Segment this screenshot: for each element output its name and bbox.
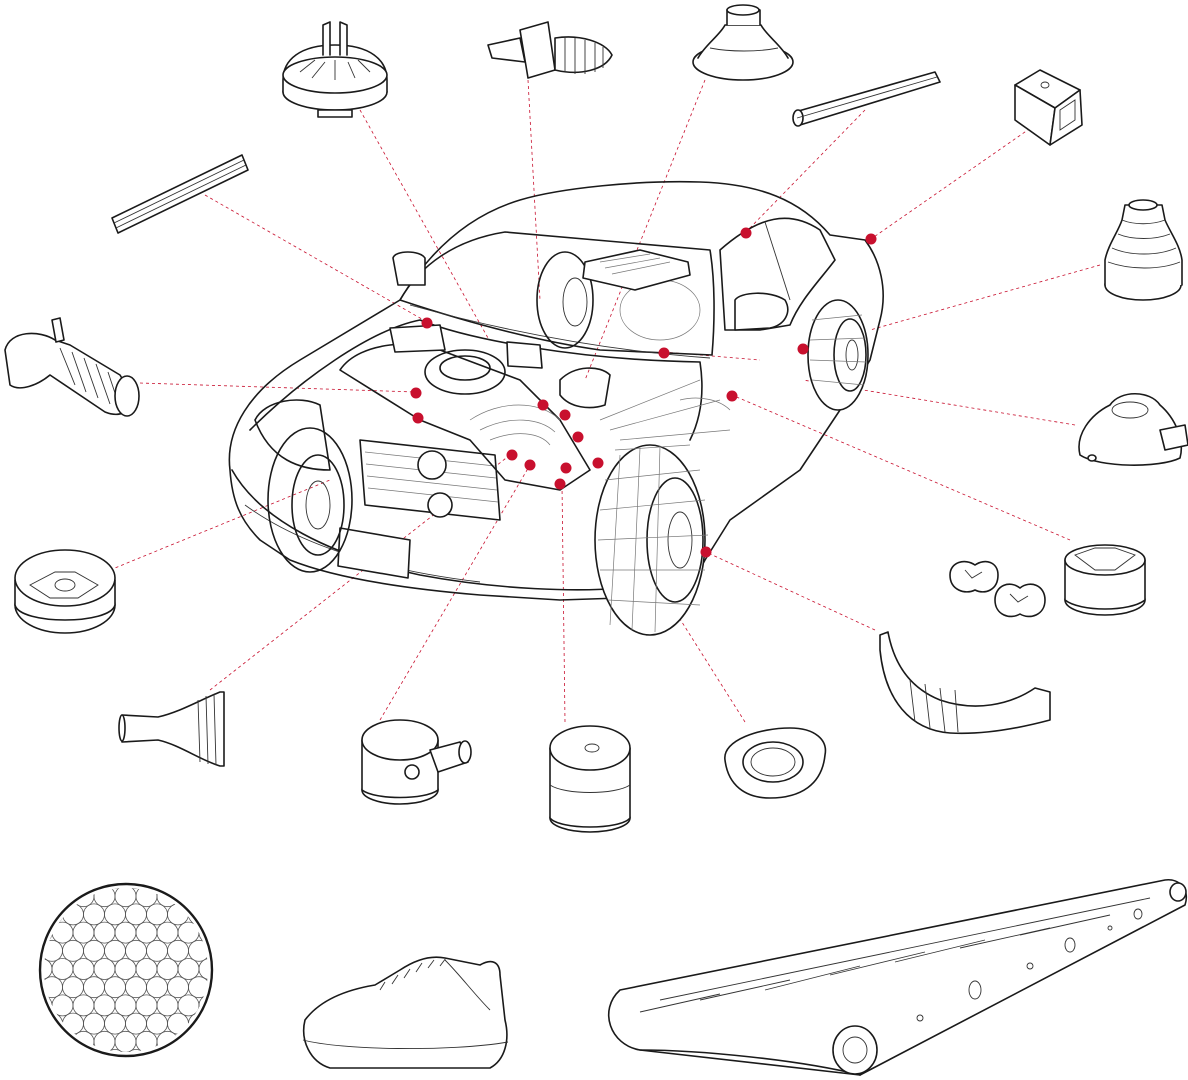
leader-line xyxy=(745,109,866,233)
honeycomb-cell xyxy=(210,1013,231,1034)
honeycomb-mat-icon xyxy=(21,868,241,1071)
leader-line xyxy=(204,194,428,323)
engine-mount-icon xyxy=(282,21,388,118)
honeycomb-cell xyxy=(188,888,208,889)
seal-strip-icon xyxy=(792,71,941,127)
attachment-marker xyxy=(537,399,549,411)
attachment-marker xyxy=(412,412,424,424)
attachment-marker xyxy=(560,462,572,474)
honeycomb-cell xyxy=(21,868,42,889)
honeycomb-cell xyxy=(188,939,208,962)
leader-line xyxy=(870,124,1036,240)
honeycomb-cell xyxy=(62,888,84,889)
car-cutaway-icon xyxy=(228,180,884,636)
honeycomb-cell xyxy=(198,888,208,908)
spring-isolator-icon xyxy=(724,727,827,799)
honeycomb-cell xyxy=(220,959,241,980)
leader-line xyxy=(663,351,761,361)
attachment-marker xyxy=(658,347,670,359)
leader-line xyxy=(527,79,541,301)
leader-line xyxy=(705,551,876,631)
leader-line xyxy=(379,464,531,721)
leader-line xyxy=(139,382,417,393)
engine xyxy=(339,324,731,521)
front-wheel xyxy=(594,444,709,636)
attachment-marker xyxy=(421,317,433,329)
honeycomb-cell xyxy=(146,888,168,889)
honeycomb-cell xyxy=(125,1049,147,1052)
attachment-marker xyxy=(700,546,712,558)
honeycomb-cell xyxy=(198,958,208,980)
attachment-marker xyxy=(592,457,604,469)
rear-wheel xyxy=(807,299,869,411)
honeycomb-cell xyxy=(220,995,241,1016)
torque-mount-icon xyxy=(1064,544,1146,616)
bushing-icon xyxy=(14,549,116,634)
honeycomb-cell xyxy=(21,1050,42,1071)
honeycomb-cell xyxy=(220,1031,241,1052)
honeycomb-cell xyxy=(21,977,42,998)
sneaker-icon xyxy=(302,956,509,1069)
honeycomb-cell xyxy=(167,1049,189,1052)
honeycomb-cell xyxy=(220,922,241,943)
honeycomb-cell xyxy=(83,888,105,889)
honeycomb-cell xyxy=(198,994,208,1017)
honeycomb-cell xyxy=(44,1030,53,1052)
leader-line xyxy=(584,79,706,381)
strut-cap-icon xyxy=(1078,393,1188,466)
cv-boot-icon xyxy=(692,4,794,81)
honeycomb-cell xyxy=(210,868,231,889)
attachment-marker xyxy=(865,233,877,245)
exhaust-hanger-icon xyxy=(949,560,1046,618)
attachment-marker xyxy=(506,449,518,461)
honeycomb-cell xyxy=(104,1049,126,1052)
attachment-marker xyxy=(797,343,809,355)
leader-lines xyxy=(109,79,1101,723)
leader-line xyxy=(869,264,1101,331)
leader-line xyxy=(109,479,331,571)
attachment-marker xyxy=(554,478,566,490)
honeycomb-cell xyxy=(44,888,63,889)
honeycomb-cell xyxy=(220,886,241,907)
door-stop-icon xyxy=(1014,69,1083,146)
honeycomb-cell xyxy=(44,1049,63,1052)
honeycomb-cell xyxy=(167,888,189,889)
bellows-boot-icon xyxy=(1104,199,1183,301)
honeycomb-cell xyxy=(198,1030,208,1052)
attachment-markers xyxy=(410,227,877,558)
leader-line xyxy=(359,109,489,339)
attachment-marker xyxy=(740,227,752,239)
honeycomb-cell xyxy=(21,940,42,961)
honeycomb-cell xyxy=(188,976,208,999)
honeycomb-cell xyxy=(210,1050,231,1071)
leader-line xyxy=(561,484,566,723)
honeycomb-cell xyxy=(210,977,231,998)
attachment-marker xyxy=(559,409,571,421)
intake-hose-icon xyxy=(4,317,140,417)
honeycomb-cell xyxy=(21,904,42,925)
intake-boot-icon xyxy=(487,21,613,79)
honeycomb-cell xyxy=(44,888,53,908)
honeycomb-cell xyxy=(188,1049,208,1052)
honeycomb-cell xyxy=(62,1049,84,1052)
leader-line xyxy=(731,394,1071,541)
leader-line xyxy=(667,599,746,723)
attachment-marker xyxy=(410,387,422,399)
wiper-strip-icon xyxy=(111,154,249,234)
steering-boot-icon xyxy=(118,691,225,767)
attachment-marker xyxy=(572,431,584,443)
honeycomb-cell xyxy=(210,940,231,961)
cylinder-bushing-icon xyxy=(549,725,631,833)
mud-flap-icon xyxy=(879,631,1051,735)
honeycomb-cell xyxy=(210,904,231,925)
honeycomb-cell xyxy=(21,1013,42,1034)
attachment-marker xyxy=(726,390,738,402)
conveyor-belt-icon xyxy=(608,879,1187,1076)
plug-boot-icon xyxy=(361,719,472,805)
attachment-marker xyxy=(524,459,536,471)
